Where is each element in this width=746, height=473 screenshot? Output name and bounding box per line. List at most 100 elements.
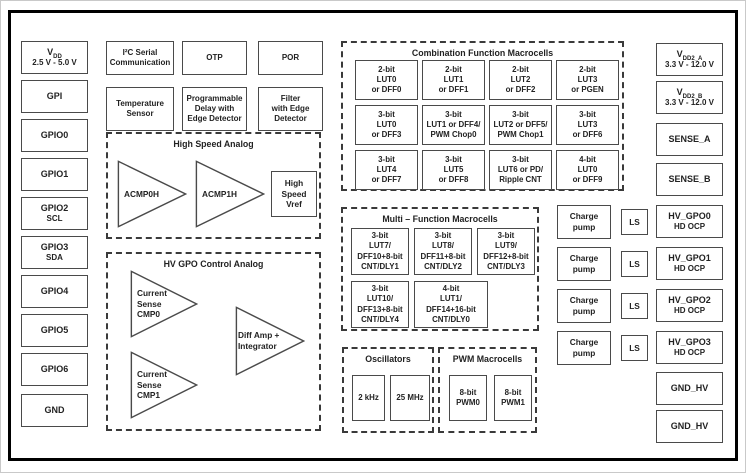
pin-box: VDD 2.5 V - 5.0 V [21,41,88,74]
macrocell: 3-bit LUT3 or DFF6 [556,105,619,145]
pin-sublabel: HD OCP [673,306,706,316]
pin-label: HV_GPO0 [668,210,711,221]
level-shifter-column: LS LS LS LS [621,1,648,472]
charge-pump-block: Charge pump [557,331,611,365]
pin-label: GND_HV [670,382,709,393]
acmp0h-comparator: ACMP0H [117,160,187,228]
pin-label: GPIO0 [40,129,69,140]
pin-box: GPIO5 [21,314,88,347]
macrocell: 3-bit LUT0 or DFF3 [355,105,418,145]
amplifier-triangle-icon [235,306,305,376]
oscillators-section: Oscillators 2 kHz 25 MHz [342,347,434,433]
pin-label: GPIO3 [40,241,69,252]
charge-pump-column: Charge pump Charge pump Charge pump Char… [557,1,611,472]
current-sense-cmp1: Current Sense CMP1 [130,351,198,419]
hv-gpo-control-analog-section: HV GPO Control Analog Current Sense CMP0… [106,252,321,431]
pin-box: HV_GPO2 HD OCP [656,289,723,322]
pin-label: GPIO1 [40,168,69,179]
pin-box: GND_HV [656,410,723,443]
combination-macrocells-title: Combination Function Macrocells [411,48,554,58]
macrocell: 2-bit LUT1 or DFF1 [422,60,485,100]
pin-label: SENSE_B [668,173,711,184]
level-shifter-block: LS [621,335,648,361]
pin-label: HV_GPO2 [668,294,711,305]
left-pin-column: VDD 2.5 V - 5.0 V GPI GPIO0 GPIO1 GPIO2 … [21,1,88,472]
macrocell: 3-bit LUT9/ DFF12+8-bit CNT/DLY3 [477,228,535,275]
pin-label: GND [44,404,65,415]
pin-box: GPIO3 SDA [21,236,88,269]
hv-gpo-analog-title: HV GPO Control Analog [163,259,264,269]
pin-sublabel: 3.3 V - 12.0 V [665,98,714,108]
macrocell: 3-bit LUT1 or DFF4/ PWM Chop0 [422,105,485,145]
pin-label: GPIO4 [40,285,69,296]
pwm-block: 8-bit PWM1 [494,375,532,421]
comparator-triangle-icon [130,351,198,419]
oscillator-block: 25 MHz [390,375,430,421]
macrocell: 3-bit LUT4 or DFF7 [355,150,418,190]
level-shifter-block: LS [621,209,648,235]
system-block: Temperature Sensor [106,87,174,131]
pin-box: GPIO0 [21,119,88,152]
pin-box: VDD2_B 3.3 V - 12.0 V [656,81,723,114]
system-block: Programmable Delay with Edge Detector [182,87,247,131]
pin-sublabel: HD OCP [673,264,706,274]
macrocell: 2-bit LUT2 or DFF2 [489,60,552,100]
pin-box: HV_GPO1 HD OCP [656,247,723,280]
pin-box: HV_GPO3 HD OCP [656,331,723,364]
pwm-macrocells-title: PWM Macrocells [452,354,523,364]
high-speed-vref-block: High Speed Vref [271,171,317,217]
pin-box: HV_GPO0 HD OCP [656,205,723,238]
system-block: OTP [182,41,247,75]
comparator-triangle-icon [117,160,187,228]
macrocell: 3-bit LUT5 or DFF8 [422,150,485,190]
system-block: Filter with Edge Detector [258,87,323,131]
pin-label: GPIO2 [40,202,69,213]
high-speed-analog-section: High Speed Analog ACMP0H ACMP1H High Spe… [106,132,321,239]
pin-sublabel: HD OCP [673,222,706,232]
oscillators-title: Oscillators [365,354,411,364]
pin-label: HV_GPO3 [668,336,711,347]
comparator-label: ACMP1H [202,188,238,199]
macrocell: 3-bit LUT7/ DFF10+8-bit CNT/DLY1 [351,228,409,275]
pin-box: SENSE_A [656,123,723,156]
pin-label: VDD [47,46,62,60]
pin-box: GND_HV [656,372,723,405]
pwm-macrocells-section: PWM Macrocells 8-bit PWM0 8-bit PWM1 [438,347,537,433]
charge-pump-block: Charge pump [557,289,611,323]
pin-box: GPIO4 [21,275,88,308]
level-shifter-block: LS [621,251,648,277]
pin-label: GPIO6 [40,363,69,374]
pin-label: VDD2_B [676,86,703,100]
acmp1h-comparator: ACMP1H [195,160,265,228]
current-sense-cmp0: Current Sense CMP0 [130,270,198,338]
pin-box: VDD2_A 3.3 V - 12.0 V [656,43,723,76]
multi-function-macrocells-section: Multi – Function Macrocells 3-bit LUT7/ … [341,207,539,331]
macrocell: 4-bit LUT0 or DFF9 [556,150,619,190]
multi-function-macrocells-grid: 3-bit LUT7/ DFF10+8-bit CNT/DLY1 3-bit L… [351,228,537,328]
right-pin-column: VDD2_A 3.3 V - 12.0 V VDD2_B 3.3 V - 12.… [656,1,723,472]
comparator-label: Current Sense CMP0 [137,287,167,320]
pin-label: HV_GPO1 [668,252,711,263]
high-speed-analog-title: High Speed Analog [173,139,254,149]
oscillator-block: 2 kHz [352,375,385,421]
pin-box: GPIO2 SCL [21,197,88,230]
charge-pump-block: Charge pump [557,247,611,281]
pin-label: VDD2_A [676,48,703,62]
pin-box: GND [21,394,88,427]
charge-pump-block: Charge pump [557,205,611,239]
macrocell: 3-bit LUT10/ DFF13+8-bit CNT/DLY4 [351,281,409,328]
macrocell: 2-bit LUT3 or PGEN [556,60,619,100]
multi-function-macrocells-title: Multi – Function Macrocells [382,214,498,224]
combination-macrocells-section: Combination Function Macrocells 2-bit LU… [341,41,624,191]
system-block: POR [258,41,323,75]
diff-amp-integrator: Diff Amp + Integrator [235,306,305,376]
comparator-triangle-icon [130,270,198,338]
macrocell: 2-bit LUT0 or DFF0 [355,60,418,100]
pin-box: GPI [21,80,88,113]
comparator-label: ACMP0H [124,188,160,199]
pin-label: GND_HV [670,420,709,431]
pin-sublabel: SCL [46,214,63,224]
pwm-block: 8-bit PWM0 [449,375,487,421]
combination-macrocells-grid: 2-bit LUT0 or DFF0 2-bit LUT1 or DFF1 2-… [355,60,619,190]
level-shifter-block: LS [621,293,648,319]
